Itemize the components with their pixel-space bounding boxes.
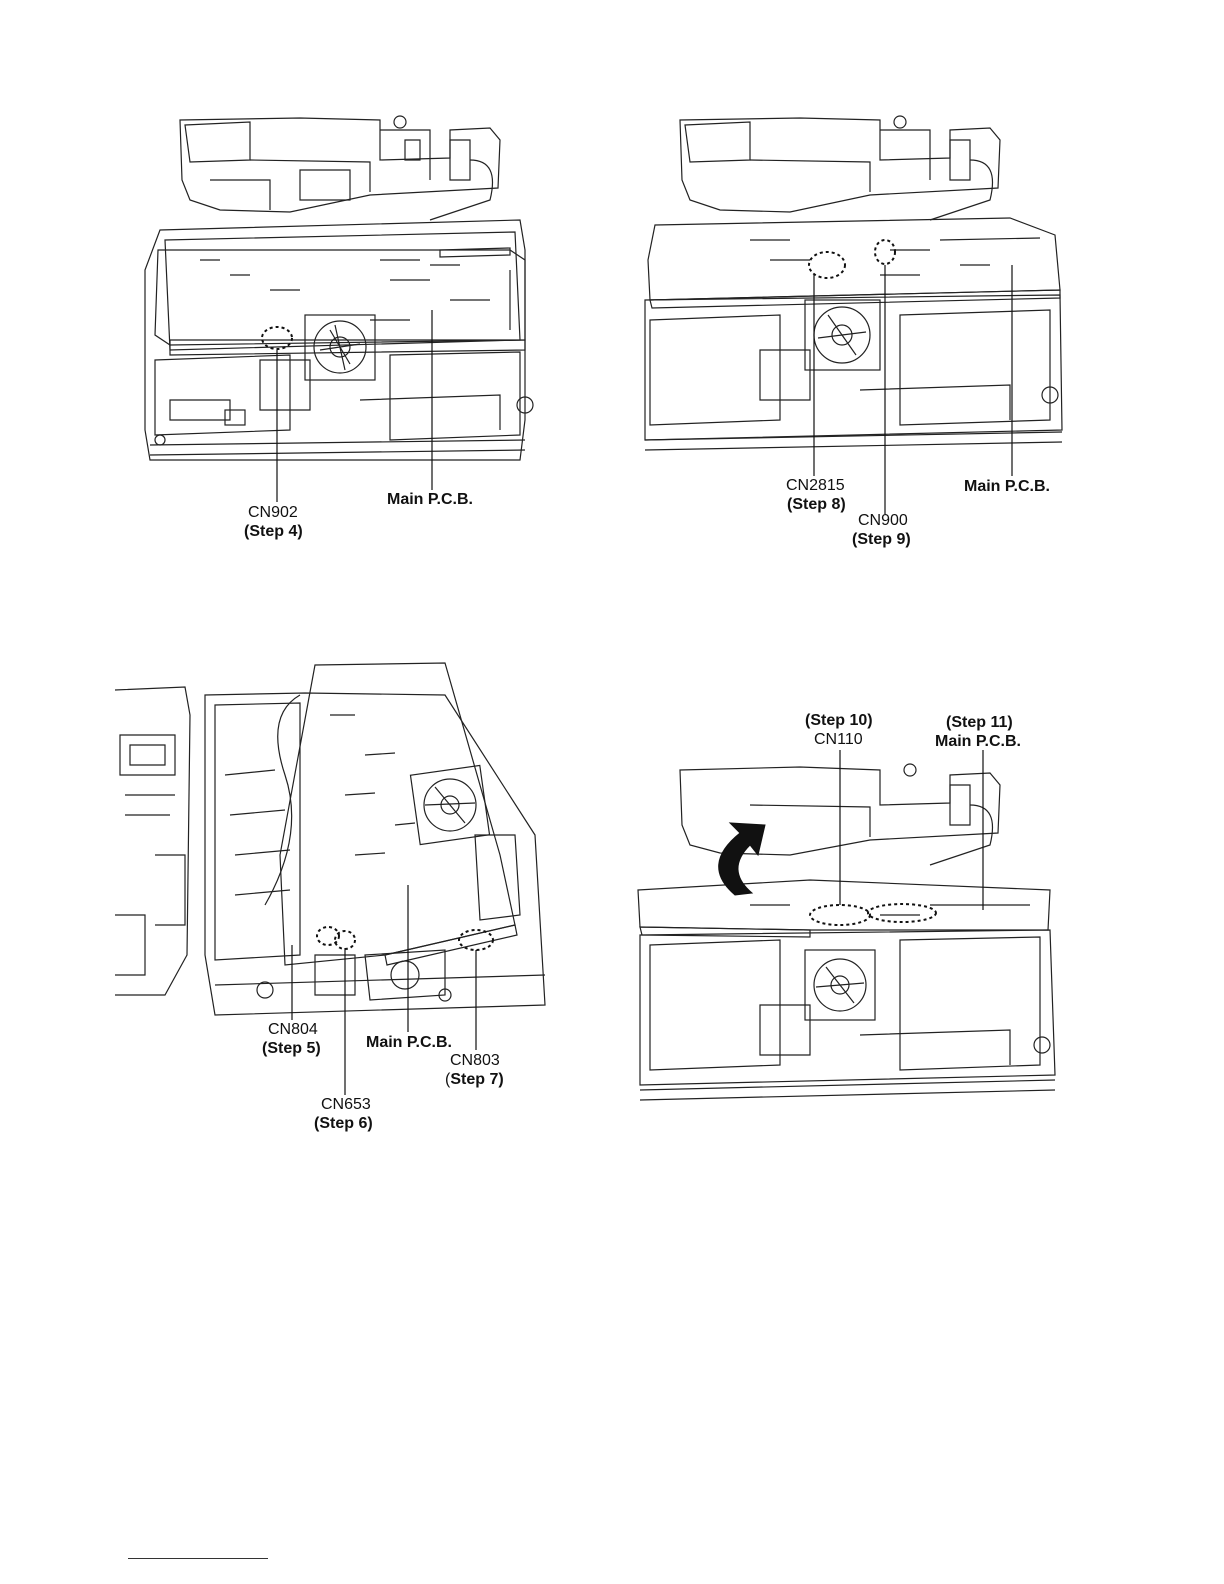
main-pcb-label: Main P.C.B. bbox=[366, 1034, 452, 1052]
device-illustration-4 bbox=[630, 705, 1070, 1115]
step10-label: (Step 10) bbox=[805, 712, 873, 730]
cn900-label: CN900 bbox=[858, 512, 908, 530]
lift-arrow bbox=[719, 823, 765, 895]
cn653-label: CN653 bbox=[321, 1096, 371, 1114]
cn902-step-label: (Step 4) bbox=[244, 523, 303, 541]
cn804-label: CN804 bbox=[268, 1021, 318, 1039]
step11-label: (Step 11) bbox=[946, 714, 1013, 732]
diagram-cn2815-cn900-removal: CN2815 (Step 8) CN900 (Step 9) Main P.C.… bbox=[630, 100, 1070, 560]
device-illustration-1 bbox=[130, 100, 550, 550]
cn803-step-label: (Step 7) bbox=[445, 1071, 504, 1089]
cn902-label: CN902 bbox=[248, 504, 298, 522]
diagram-cn902-removal: CN902 (Step 4) Main P.C.B. bbox=[130, 100, 550, 550]
cn2815-label: CN2815 bbox=[786, 477, 845, 495]
cn110-label: CN110 bbox=[814, 731, 863, 749]
main-pcb-label: Main P.C.B. bbox=[387, 491, 473, 509]
main-pcb-label: Main P.C.B. bbox=[935, 733, 1021, 751]
diagram-cn110-main-pcb-removal: (Step 10) CN110 (Step 11) Main P.C.B. bbox=[630, 705, 1070, 1115]
cn2815-step-label: (Step 8) bbox=[787, 496, 846, 514]
cn804-step-label: (Step 5) bbox=[262, 1040, 321, 1058]
cn653-step-label: (Step 6) bbox=[314, 1115, 373, 1133]
cn803-label: CN803 bbox=[450, 1052, 500, 1070]
main-pcb-label: Main P.C.B. bbox=[964, 478, 1050, 496]
footer-rule bbox=[128, 1558, 268, 1559]
diagram-cn804-cn653-cn803-removal: CN804 (Step 5) CN653 (Step 6) Main P.C.B… bbox=[115, 655, 565, 1135]
cn900-step-label: (Step 9) bbox=[852, 531, 911, 549]
